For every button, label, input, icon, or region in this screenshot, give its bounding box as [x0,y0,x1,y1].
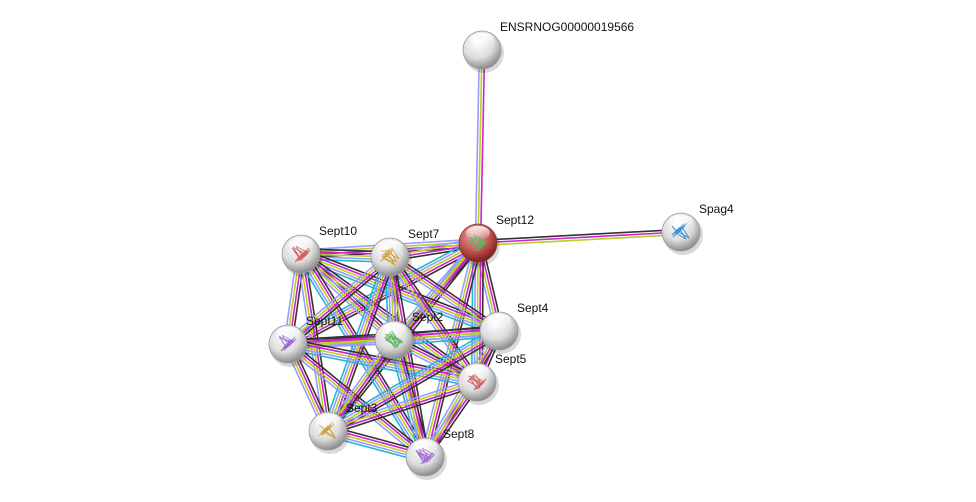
node-label: Sept12 [496,213,535,227]
edge-line-databases [286,348,477,388]
edge-line-databases [324,325,497,428]
node-Sept10[interactable] [281,234,323,277]
edge-line-experiments [390,256,428,457]
edge-line-textmining [300,253,426,458]
edge-line-experiments [390,255,479,382]
edge-line-homology [326,328,499,430]
edge-line-coexpression [328,384,479,436]
protein-structure-icon [380,247,400,266]
edge-ENSRNOG00000019566-Sept12[interactable] [474,49,486,244]
edge-line-homology [390,340,424,458]
edge-line-coexpression [391,253,502,329]
node-label: Sept7 [408,227,440,241]
edge-line-coexpression [290,246,481,350]
edge-line-textmining [286,255,390,344]
edge-line-textmining [327,380,477,431]
nodes-layer [268,30,703,480]
node-Sept2[interactable] [374,320,416,363]
node-highlight [465,365,489,379]
edge-line-experiments [288,257,392,346]
node-Spag4[interactable] [661,212,703,255]
node-Sept7[interactable] [370,237,412,280]
node-label: Spag4 [699,202,734,216]
edge-line-coexpression [398,338,431,456]
node-Sept12[interactable] [458,223,500,266]
node-label: ENSRNOG00000019566 [500,20,635,34]
edge-line-textmining [286,344,425,459]
edge-Sept12-Spag4[interactable] [477,228,682,247]
edge-line-coexpression [289,340,428,455]
edge-Sept7-Sept5[interactable] [386,254,481,385]
node-Sept8[interactable] [405,437,447,480]
edge-line-coexpression [393,256,430,457]
edge-line-textmining [388,257,477,384]
node-Sept4[interactable] [479,311,521,354]
node-label: Sept4 [517,301,549,315]
node-highlight [378,240,402,254]
edge-line-coexpression [302,248,502,327]
edge-line-homology [420,241,475,457]
edge-line-experiments [390,255,501,331]
node-label: Sept5 [495,352,527,366]
edge-Sept2-Sept8[interactable] [388,338,431,459]
node-highlight [669,215,693,229]
node-Sept5[interactable] [457,362,499,405]
edge-line-homology [474,49,481,243]
edge-line-experiments [288,244,480,348]
edge-line-textmining [387,257,425,458]
node-ENSRNOG00000019566[interactable] [462,30,504,73]
node-label: Sept8 [443,427,475,441]
edge-line-textmining [477,49,483,244]
edge-line-coexpression [477,228,681,242]
edge-line-experiments [477,231,682,244]
node-highlight [413,440,437,454]
node-label: Sept11 [306,314,344,328]
node-label: Sept2 [412,310,444,324]
node-highlight [470,33,494,47]
node-highlight [316,414,340,428]
node-highlight [289,237,313,251]
edge-line-homology [284,253,388,342]
node-highlight [382,323,406,337]
edge-line-textmining [327,330,500,432]
edge-line-experiments [301,250,501,330]
edge-line-homology [285,346,424,461]
edge-Sept7-Sept11[interactable] [284,253,394,348]
edge-line-homology [299,255,499,335]
edge-line-homology [326,377,477,429]
edge-Sept10-Sept8[interactable] [295,250,431,461]
edge-Sept5-Sept3[interactable] [326,377,479,436]
edge-line-homology [287,345,477,386]
node-highlight [466,226,490,240]
node-Sept3[interactable] [308,411,350,454]
edge-line-homology [386,258,475,385]
node-Sept11[interactable] [268,324,310,367]
edge-line-coexpression [290,259,394,348]
protein-structure-icon [384,330,404,349]
edge-line-experiments [288,342,427,457]
node-label: Sept10 [319,224,358,238]
edge-line-coexpression [304,250,431,455]
edge-line-experiments [479,50,486,244]
node-highlight [276,327,300,341]
edge-line-coexpression [392,254,481,381]
node-highlight [487,314,511,328]
edge-line-textmining [478,233,682,247]
edge-line-textmining [388,257,499,333]
edge-line-experiments [328,382,478,433]
edge-line-textmining [393,339,426,458]
edge-line-textmining [298,254,328,432]
edge-line-databases [471,242,474,382]
edge-line-databases [388,341,421,459]
edge-Sept11-Sept8[interactable] [285,340,428,461]
node-label: Sept3 [346,401,378,415]
protein-structure-icon [467,373,487,391]
edge-line-experiments [395,339,429,457]
